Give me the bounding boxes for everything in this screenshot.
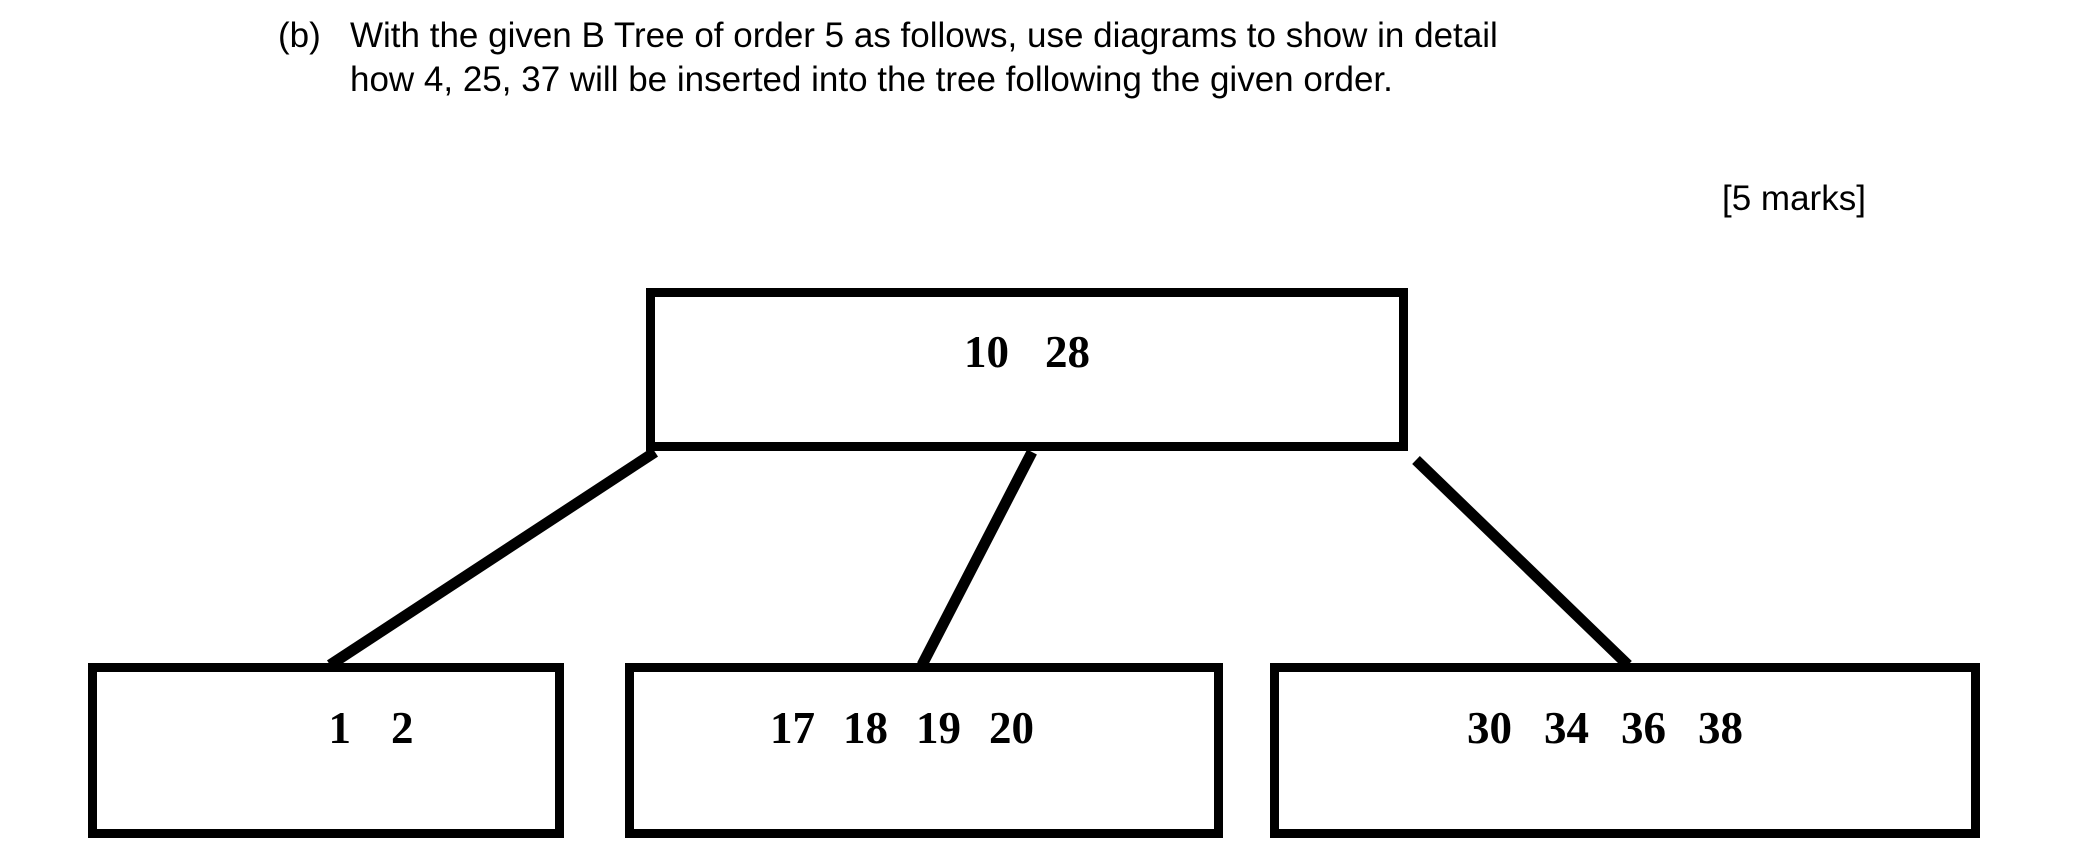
btree-node-leaf-1[interactable]: 1 2 bbox=[88, 663, 564, 838]
node-leaf-3-key-2: 36 bbox=[1621, 703, 1666, 753]
node-leaf-2-key-0: 17 bbox=[770, 703, 815, 753]
node-root-key-0: 10 bbox=[964, 327, 1009, 377]
node-leaf-1-key-0: 1 bbox=[328, 703, 352, 753]
node-root-keys: 10 28 bbox=[964, 330, 1090, 375]
edge-root-to-leaf-1 bbox=[326, 447, 659, 670]
node-leaf-2-key-3: 20 bbox=[989, 703, 1034, 753]
node-leaf-1-key-1: 2 bbox=[391, 703, 414, 753]
node-root-key-1: 28 bbox=[1045, 327, 1090, 377]
node-leaf-3-key-3: 38 bbox=[1698, 703, 1743, 753]
question-text: (b) With the given B Tree of order 5 as f… bbox=[278, 14, 1498, 102]
edge-root-to-leaf-3 bbox=[1412, 456, 1632, 669]
btree-node-leaf-2[interactable]: 17 18 19 20 bbox=[625, 663, 1223, 838]
node-leaf-1-keys: 1 2 bbox=[329, 706, 414, 751]
question-line-1-text: With the given B Tree of order 5 as foll… bbox=[350, 16, 1498, 55]
edge-root-to-leaf-2 bbox=[917, 449, 1037, 668]
question-line-1: (b) With the given B Tree of order 5 as f… bbox=[278, 14, 1498, 58]
node-leaf-3-keys: 30 34 36 38 bbox=[1467, 706, 1743, 751]
node-leaf-2-keys: 17 18 19 20 bbox=[770, 706, 1034, 751]
marks-label: [5 marks] bbox=[1722, 179, 1866, 218]
node-leaf-2-key-1: 18 bbox=[843, 703, 888, 753]
node-leaf-3-key-0: 30 bbox=[1467, 703, 1512, 753]
node-leaf-2-key-2: 19 bbox=[916, 703, 961, 753]
node-leaf-3-key-1: 34 bbox=[1544, 703, 1589, 753]
question-label: (b) bbox=[278, 16, 321, 55]
btree-node-root[interactable]: 10 28 bbox=[646, 288, 1408, 451]
question-line-2: how 4, 25, 37 will be inserted into the … bbox=[350, 60, 1393, 99]
btree-node-leaf-3[interactable]: 30 34 36 38 bbox=[1270, 663, 1980, 838]
